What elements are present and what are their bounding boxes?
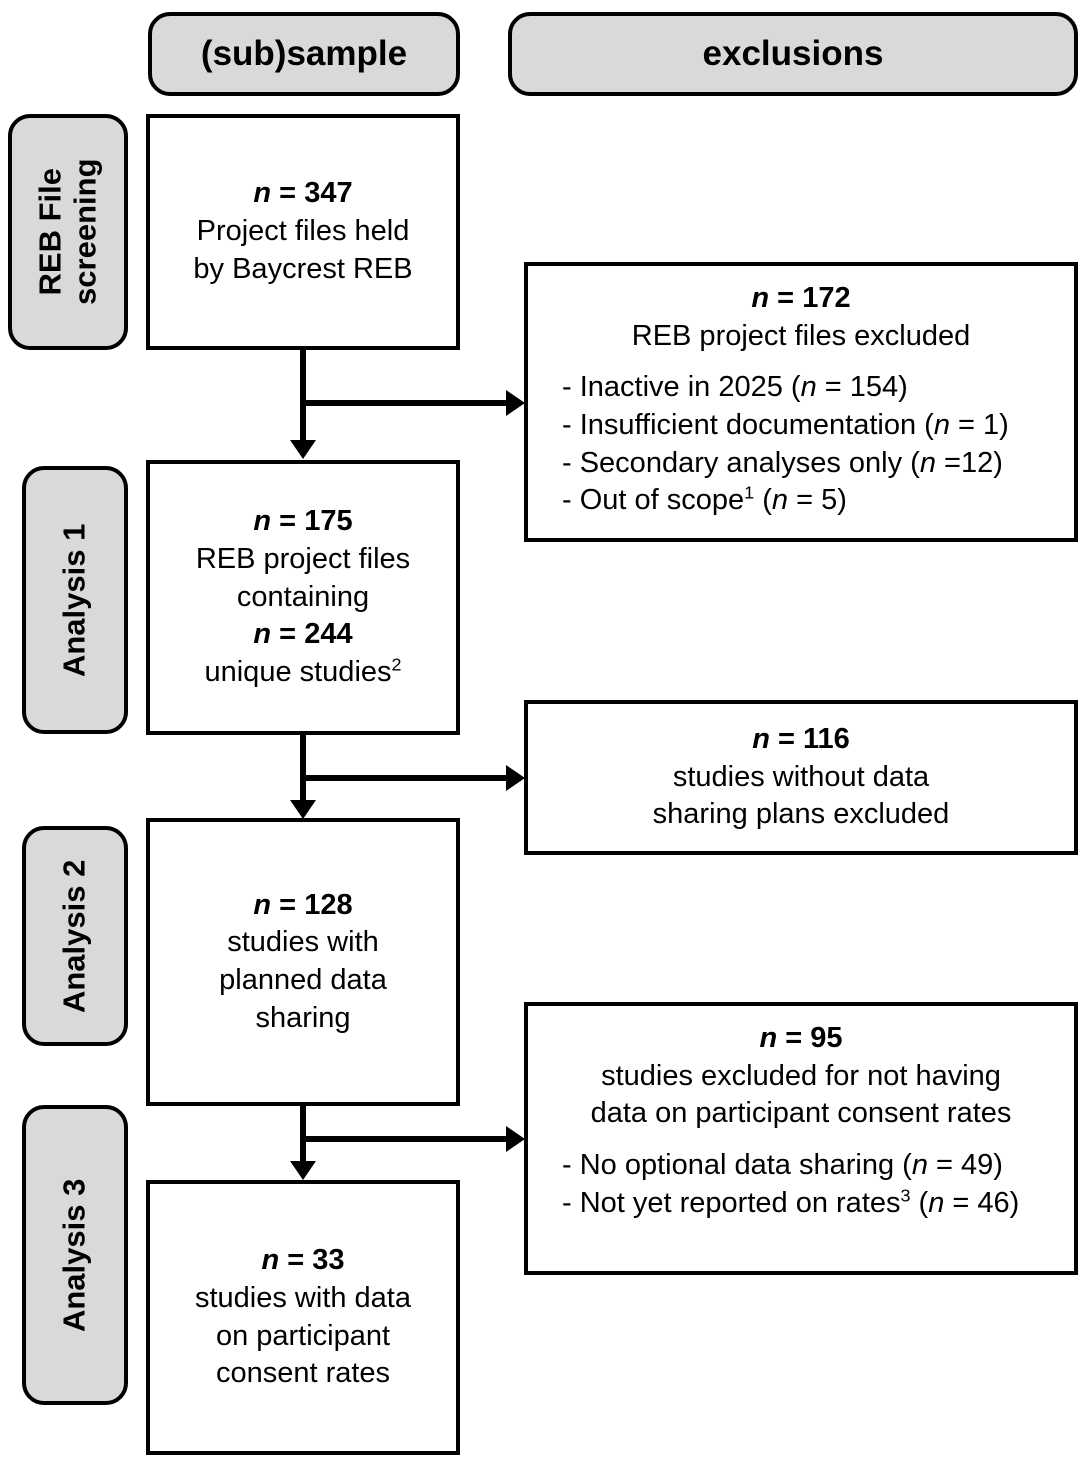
stage-label-line1: Analysis 2: [56, 859, 92, 1013]
connector-arrow-right-1: [506, 390, 525, 416]
exclusion-box-172-bullets: - Inactive in 2025 (n = 154) - Insuffici…: [538, 369, 1064, 520]
exclusion-bullet: - Secondary analyses only (n =12): [562, 446, 1003, 479]
exclusion-bullet: - No optional data sharing (n = 49): [562, 1149, 1003, 1182]
sample-box-33-line-3: consent rates: [215, 1357, 391, 1390]
sample-box-128-n: n = 128: [253, 888, 353, 921]
sample-box-33-line-1: studies with data: [194, 1281, 411, 1314]
stage-label-text: Analysis 1: [56, 523, 93, 677]
sample-box-347: n = 347 Project files held by Baycrest R…: [146, 114, 460, 350]
column-header-exclusions: exclusions: [508, 12, 1078, 96]
stage-label-reb-file-screening: REB File screening: [8, 114, 128, 350]
stage-label-text: REB File screening: [32, 158, 103, 306]
connector-horizontal-1: [300, 400, 508, 406]
sample-box-175-line-1: REB project files: [195, 542, 411, 575]
footnote-marker-1: 1: [744, 482, 755, 503]
exclusion-box-95-head: n = 95 studies excluded for not having d…: [538, 1020, 1064, 1133]
sample-box-33-n: n = 33: [261, 1244, 345, 1277]
exclusion-box-95-n: n = 95: [759, 1022, 843, 1054]
exclusion-box-116-line-2: sharing plans excluded: [652, 798, 950, 831]
connector-vertical-2: [300, 735, 306, 800]
sample-box-33-line-2: on participant: [215, 1319, 391, 1352]
stage-label-analysis-3: Analysis 3: [22, 1105, 128, 1405]
exclusion-box-172-heading: REB project files excluded: [631, 319, 971, 352]
sample-box-128-line-1: studies with: [227, 926, 379, 959]
sample-box-128-line-3: sharing: [255, 1001, 351, 1034]
exclusion-box-116-line-1: studies without data: [672, 760, 930, 793]
sample-box-128: n = 128 studies with planned data sharin…: [146, 818, 460, 1106]
connector-arrow-right-2: [506, 765, 525, 791]
stage-label-line1: Analysis 3: [56, 1178, 92, 1332]
sample-box-347-n: n = 347: [253, 177, 353, 210]
column-header-sample-label: (sub)sample: [200, 34, 408, 73]
exclusion-box-172: n = 172 REB project files excluded - Ina…: [524, 262, 1078, 542]
exclusion-box-172-n: n = 172: [751, 282, 851, 314]
sample-box-33: n = 33 studies with data on participant …: [146, 1180, 460, 1455]
connector-arrow-right-3: [506, 1126, 525, 1152]
stage-label-line1: REB File: [32, 168, 68, 296]
stage-label-line2: screening: [67, 158, 103, 306]
sample-box-244-n: n = 244: [253, 618, 353, 651]
exclusion-bullet: - Not yet reported on rates3 (n = 46): [562, 1185, 1020, 1219]
stage-label-analysis-2: Analysis 2: [22, 826, 128, 1046]
exclusion-bullet: - Insufficient documentation (n = 1): [562, 409, 1009, 442]
sample-box-347-line-2: by Baycrest REB: [193, 252, 413, 285]
column-header-exclusions-label: exclusions: [702, 34, 884, 73]
exclusion-bullet: - Inactive in 2025 (n = 154): [562, 371, 908, 404]
connector-vertical-3: [300, 1106, 306, 1161]
stage-label-analysis-1: Analysis 1: [22, 466, 128, 734]
connector-horizontal-3: [300, 1136, 508, 1142]
sample-box-244-line-1: unique studies2: [204, 654, 402, 689]
exclusion-box-95-heading-1: studies excluded for not having: [601, 1059, 1001, 1092]
stage-label-text: Analysis 2: [56, 859, 93, 1013]
sample-box-347-line-1: Project files held: [196, 215, 410, 248]
sample-box-175-line-2: containing: [236, 580, 370, 613]
connector-arrow-down-1: [290, 440, 316, 459]
exclusion-box-116-n: n = 116: [752, 722, 850, 755]
footnote-marker-2: 2: [391, 654, 402, 675]
sample-box-128-line-2: planned data: [219, 964, 387, 996]
sample-box-175-244: n = 175 REB project files containing n =…: [146, 460, 460, 735]
connector-horizontal-2: [300, 775, 508, 781]
exclusion-box-172-head: n = 172 REB project files excluded: [538, 280, 1064, 355]
exclusion-box-95-heading-2: data on participant consent rates: [590, 1097, 1012, 1130]
exclusion-box-116: n = 116 studies without data sharing pla…: [524, 700, 1078, 855]
stage-label-line1: Analysis 1: [56, 523, 92, 677]
exclusion-bullet: - Out of scope1 (n = 5): [562, 482, 847, 517]
exclusion-box-95-bullets: - No optional data sharing (n = 49) - No…: [538, 1147, 1064, 1222]
exclusion-box-95: n = 95 studies excluded for not having d…: [524, 1002, 1078, 1275]
footnote-marker-3: 3: [900, 1185, 911, 1206]
column-header-sample: (sub)sample: [148, 12, 460, 96]
stage-label-text: Analysis 3: [56, 1178, 93, 1332]
connector-arrow-down-3: [290, 1161, 316, 1180]
sample-box-175-n: n = 175: [253, 505, 353, 538]
connector-arrow-down-2: [290, 800, 316, 819]
connector-vertical-1: [300, 350, 306, 440]
